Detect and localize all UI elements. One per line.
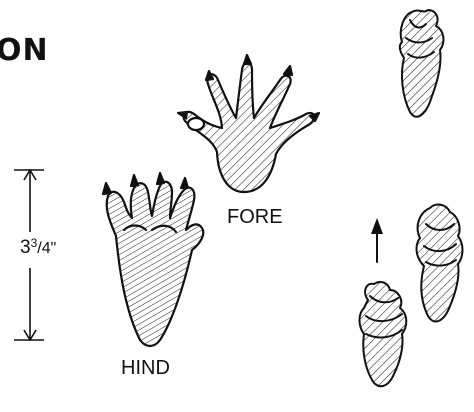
measurement-label: 33/4" — [20, 237, 56, 257]
measurement-denominator: /4" — [37, 240, 56, 257]
fore-paw-print — [178, 55, 319, 192]
hind-paw-print — [103, 173, 203, 346]
track-sequence — [360, 10, 463, 386]
title-text: ON — [0, 36, 49, 66]
fore-label: FORE — [227, 207, 283, 227]
hind-label: HIND — [121, 358, 170, 378]
up-arrow-icon — [371, 218, 383, 262]
track-print-middle — [417, 205, 463, 322]
measurement-whole: 3 — [20, 237, 31, 258]
